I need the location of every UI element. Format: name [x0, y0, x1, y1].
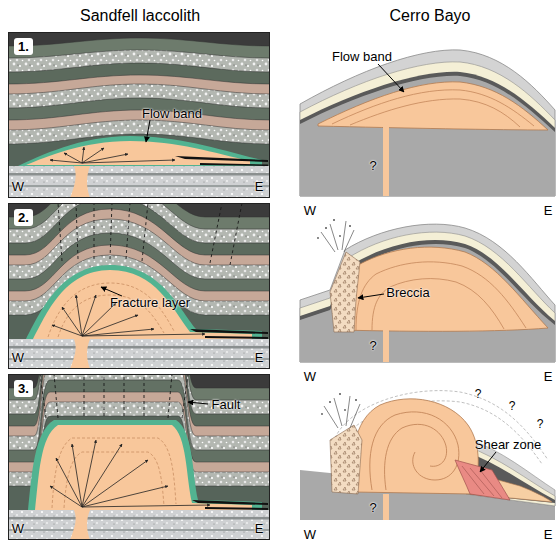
direction-label: W	[12, 180, 24, 193]
direction-label: E	[544, 528, 553, 541]
panel-number: 2.	[14, 209, 33, 226]
direction-label: E	[544, 370, 553, 383]
direction-label: E	[255, 180, 264, 193]
question-mark: ?	[369, 339, 376, 352]
direction-label: W	[12, 351, 24, 364]
question-mark: ?	[475, 388, 482, 400]
question-mark: ?	[537, 418, 544, 430]
panel-number: 1.	[14, 38, 33, 55]
panel-box: 1.	[8, 32, 270, 198]
annotation: Flow band	[142, 107, 202, 120]
annotation: Breccia	[386, 286, 429, 299]
annotation: Shear zone	[475, 438, 542, 451]
annotation: Flow band	[332, 50, 392, 63]
column-heading: Sandfell laccolith	[80, 8, 200, 24]
question-mark: ?	[369, 159, 376, 172]
panel-number: 3.	[14, 380, 33, 397]
direction-label: E	[544, 204, 553, 217]
direction-label: W	[304, 370, 316, 383]
direction-label: W	[304, 528, 316, 541]
column-heading: Cerro Bayo	[390, 8, 471, 24]
annotation: Fault	[212, 398, 241, 411]
direction-label: E	[255, 351, 264, 364]
question-mark: ?	[369, 501, 376, 514]
annotation: Fracture layer	[110, 296, 190, 309]
panel-box: 2.	[8, 203, 270, 369]
direction-label: E	[255, 522, 264, 535]
question-mark: ?	[509, 400, 516, 412]
direction-label: W	[12, 522, 24, 535]
direction-label: W	[304, 204, 316, 217]
